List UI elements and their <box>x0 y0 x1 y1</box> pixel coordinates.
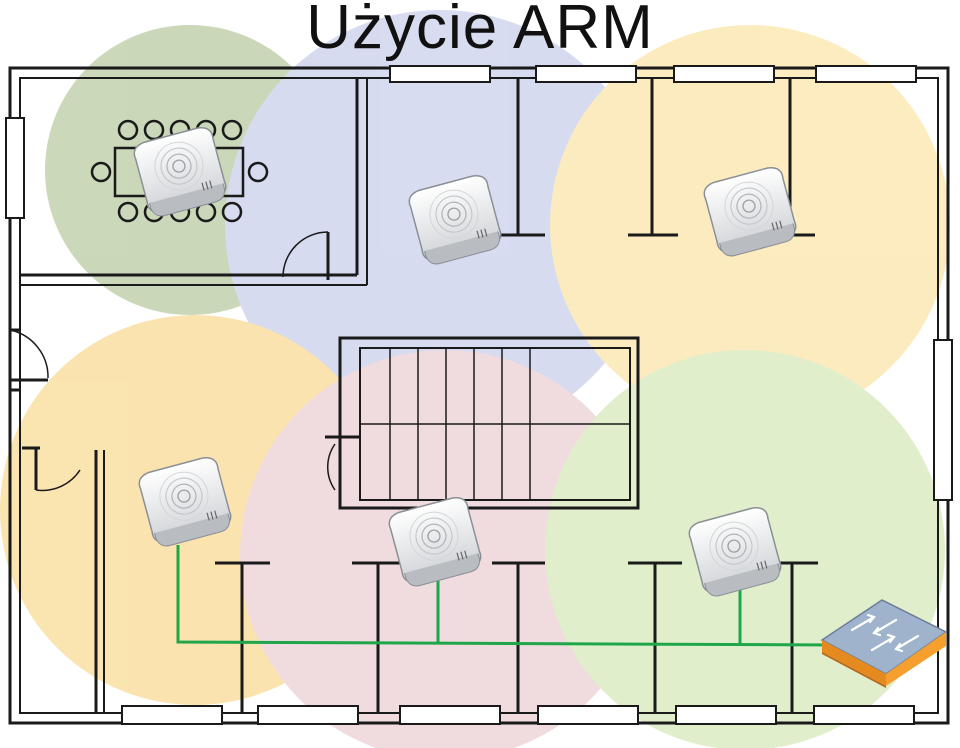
coverage-areas <box>0 10 950 748</box>
network-switch-icon <box>820 599 948 688</box>
page-title: Użycie ARM <box>306 0 654 62</box>
network-cabling <box>176 545 836 647</box>
windows <box>5 65 953 725</box>
